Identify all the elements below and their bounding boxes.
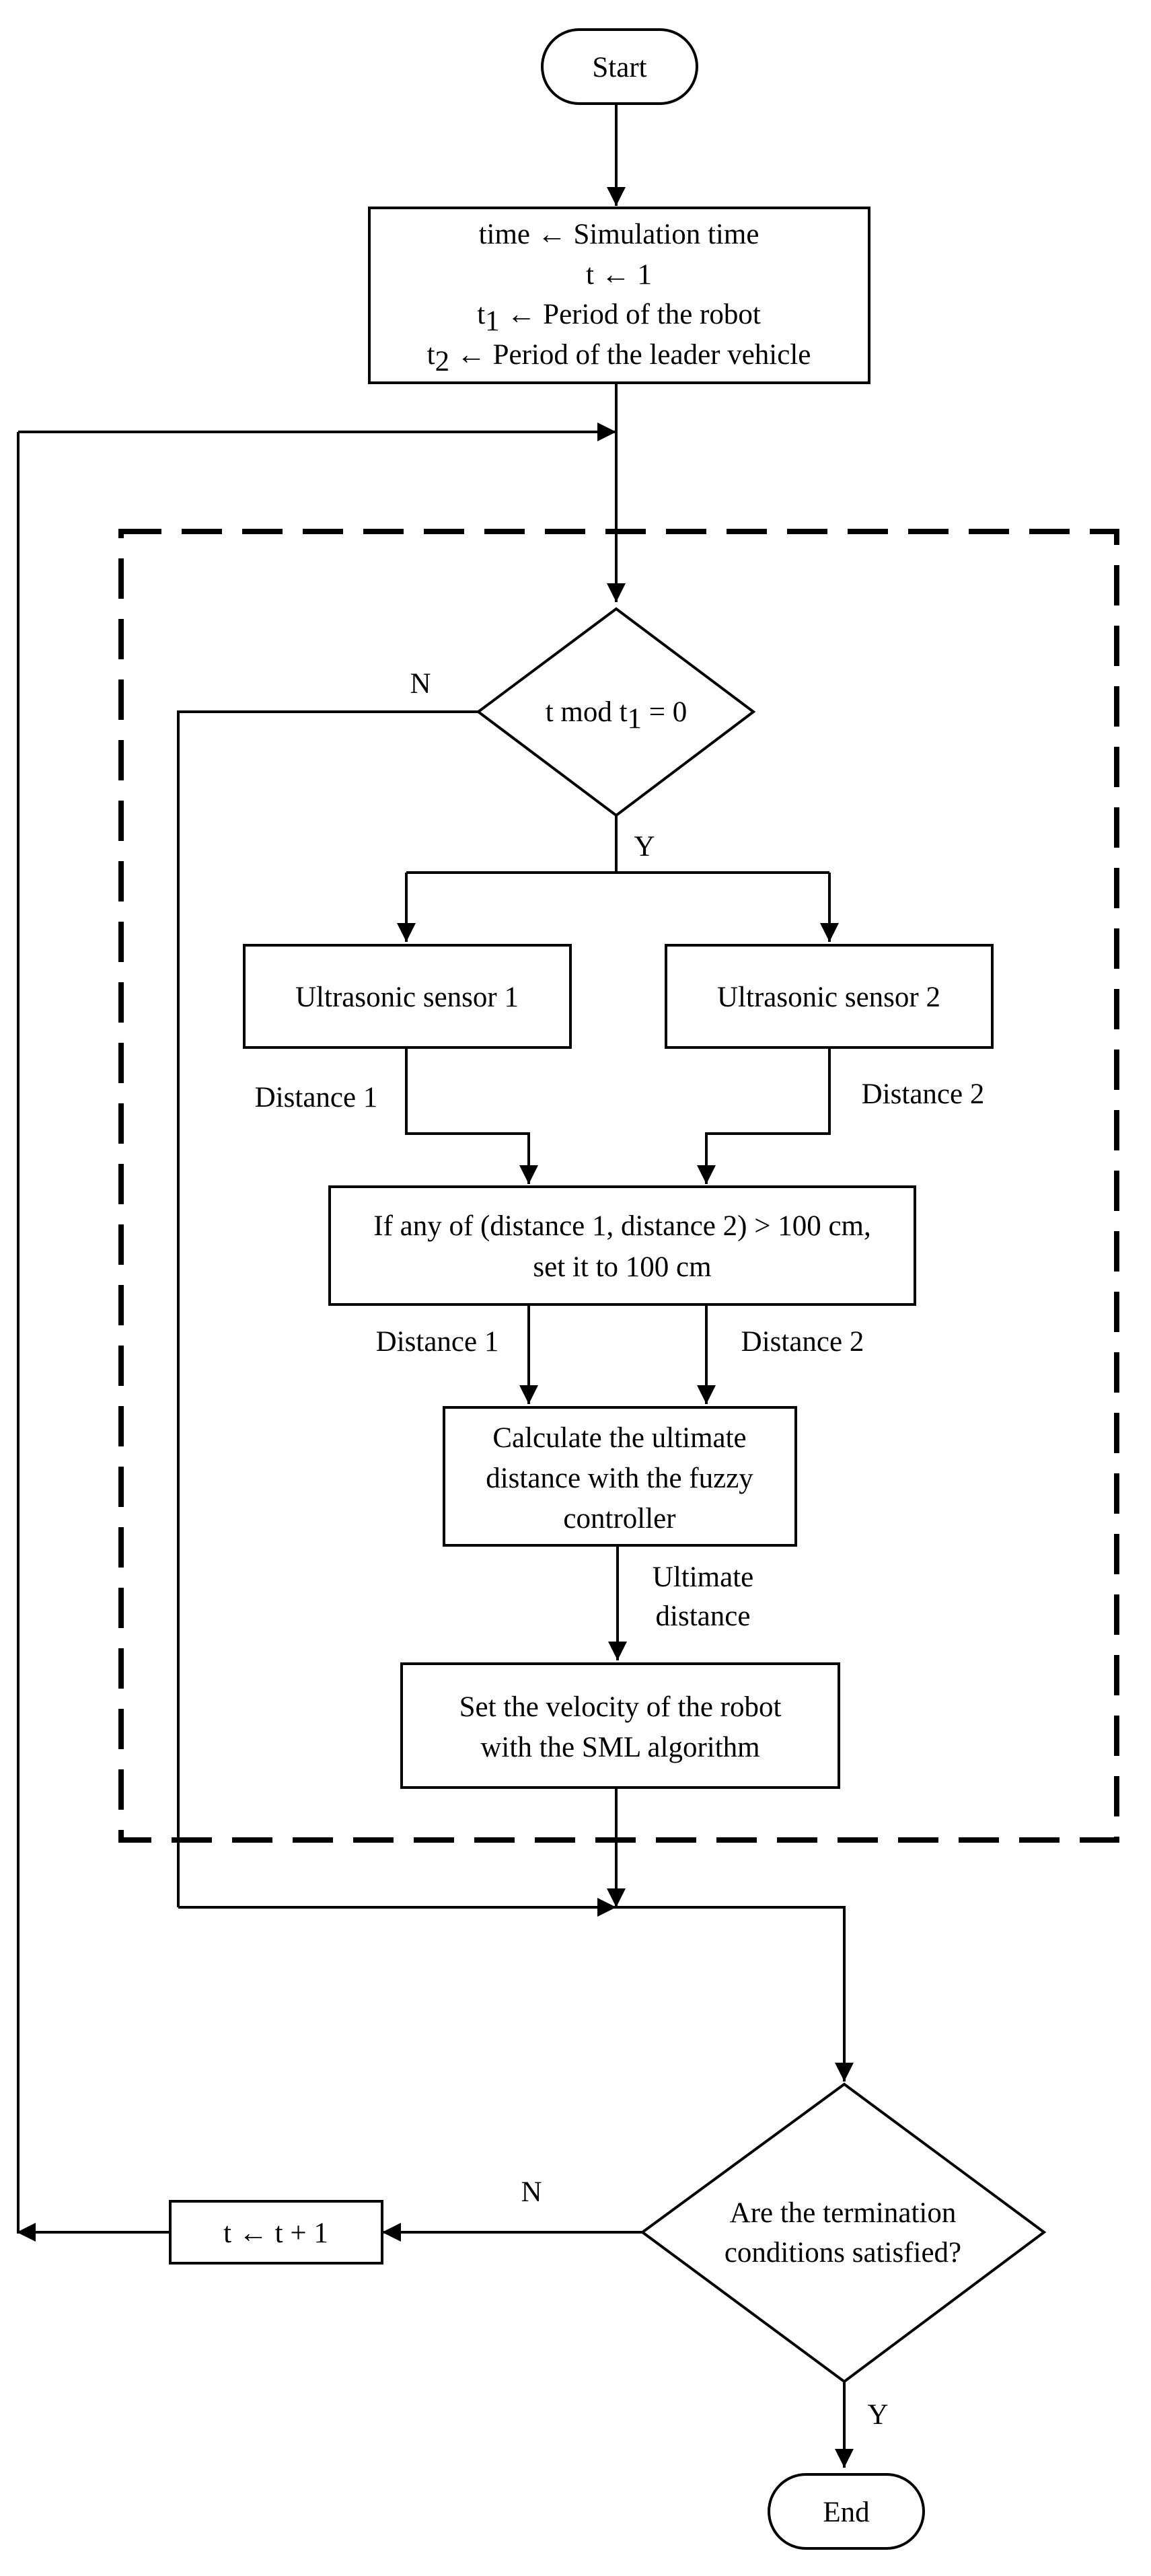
fuzzy-node: Calculate the ultimate distance with the…: [443, 1406, 797, 1547]
decision-mod-label: t mod t1 = 0: [546, 696, 688, 735]
label-mod-yes: Y: [634, 831, 655, 862]
decision-mod-node: t mod t1 = 0: [476, 607, 756, 817]
end-node: End: [768, 2473, 925, 2550]
label-distance1-b: Distance 1: [376, 1326, 499, 1358]
connectors: [17, 104, 854, 2468]
fuzzy-line3: controller: [563, 1503, 675, 1535]
increment-node: t ← t + 1: [169, 2200, 383, 2265]
init-node: time ← Simulation time t ← 1 t1 ← Period…: [368, 207, 870, 384]
label-mod-no: N: [410, 668, 431, 700]
clamp-line1: If any of (distance 1, distance 2) > 100…: [373, 1210, 870, 1242]
termination-line2: conditions satisfied?: [725, 2237, 961, 2269]
edge-labels: N Y Distance 1 Distance 2 Distance 1 Dis…: [255, 668, 985, 2431]
velocity-line1: Set the velocity of the robot: [459, 1691, 782, 1723]
start-label: Start: [592, 52, 646, 83]
init-line2: t ← 1: [586, 259, 652, 291]
clamp-line2: set it to 100 cm: [533, 1251, 711, 1283]
edge-sensor1-to-clamp: [405, 1047, 538, 1184]
velocity-node: Set the velocity of the robot with the S…: [400, 1662, 840, 1789]
fuzzy-line2: distance with the fuzzy: [486, 1463, 753, 1494]
label-ultimate-1: Ultimate: [653, 1561, 753, 1593]
sensor2-label: Ultrasonic sensor 2: [717, 982, 940, 1013]
clamp-node: If any of (distance 1, distance 2) > 100…: [328, 1185, 916, 1306]
init-line4: t2 ← Period of the leader vehicle: [427, 339, 811, 377]
label-distance1-a: Distance 1: [255, 1082, 378, 1113]
label-distance2-a: Distance 2: [862, 1078, 985, 1110]
label-term-no: N: [521, 2176, 542, 2208]
sensor1-label: Ultrasonic sensor 1: [295, 982, 519, 1013]
edge-sensor2-to-clamp: [697, 1047, 831, 1184]
edge-mod-no: [177, 710, 478, 1907]
sensor1-node: Ultrasonic sensor 1: [243, 944, 572, 1049]
label-term-yes: Y: [867, 2399, 888, 2431]
termination-node: Are the termination conditions satisfied…: [640, 2082, 1047, 2384]
init-line1: time ← Simulation time: [479, 219, 759, 250]
increment-label: t ← t + 1: [223, 2217, 328, 2249]
sensor2-node: Ultrasonic sensor 2: [665, 944, 994, 1049]
init-line3: t1 ← Period of the robot: [477, 299, 761, 337]
velocity-line2: with the SML algorithm: [480, 1732, 759, 1763]
sampling-loop-boundary: [118, 529, 1119, 1843]
edge-merge-to-termination: [616, 1906, 854, 2082]
fuzzy-line1: Calculate the ultimate: [492, 1422, 746, 1454]
termination-line1: Are the termination: [730, 2197, 957, 2229]
label-ultimate-2: distance: [656, 1600, 751, 1632]
label-distance2-b: Distance 2: [741, 1326, 864, 1358]
start-node: Start: [541, 28, 698, 105]
end-label: End: [823, 2497, 869, 2528]
